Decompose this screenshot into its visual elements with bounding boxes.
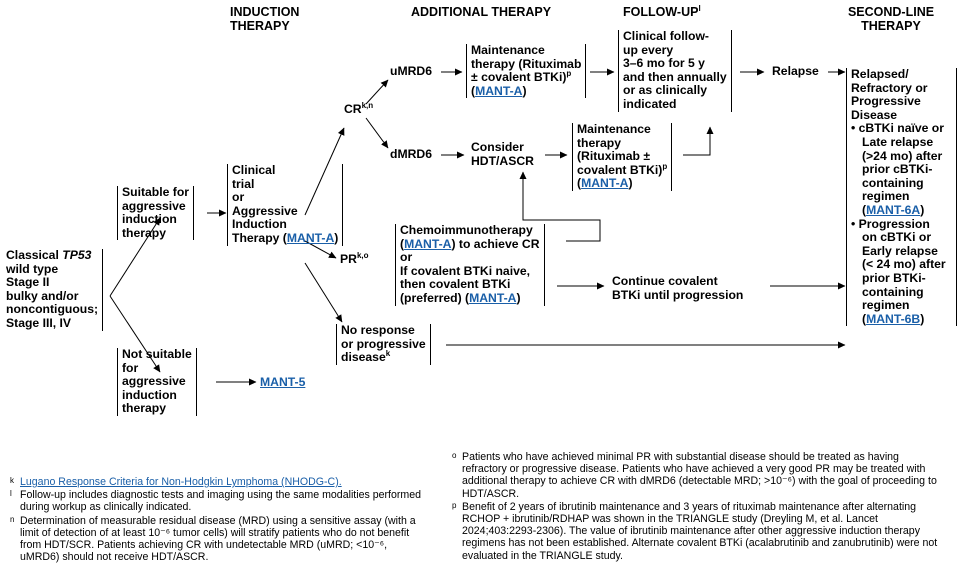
header-additional: ADDITIONAL THERAPY	[411, 5, 552, 19]
node-follow-up: Clinical follow- up every 3–6 mo for 5 y…	[618, 29, 732, 112]
node-relapse: Relapse	[772, 64, 819, 78]
link-mant-a[interactable]: MANT-A	[581, 176, 629, 191]
node-start: Classical TP53 wild type Stage II bulky …	[6, 248, 104, 331]
node-clinical-trial: Clinical trial or Aggressive Induction T…	[227, 163, 344, 246]
node-umrd6: uMRD6	[390, 64, 432, 78]
arrow-maint2-followup	[683, 126, 714, 156]
arrow-cr-umrd6	[365, 79, 389, 105]
arrow-to-noresponse	[304, 262, 343, 323]
node-pr: PRk,o	[340, 250, 369, 266]
node-not-suitable: Not suitable for aggressive induction th…	[117, 347, 197, 416]
link-mant-a[interactable]: MANT-A	[475, 83, 523, 98]
header-second-line: SECOND-LINE THERAPY	[847, 5, 935, 33]
arrow-chemo-consider	[519, 171, 601, 242]
arrow-cr-dmrd6	[365, 117, 389, 149]
link-mant-6b[interactable]: MANT-6B	[866, 311, 921, 326]
arrow-to-cr	[304, 127, 345, 216]
node-chemoimmunotherapy: Chemoimmunotherapy (MANT-A) to achieve C…	[395, 223, 545, 306]
arrow-to-pr	[304, 240, 337, 259]
node-continue-btki: Continue covalent BTKi until progression	[612, 274, 744, 302]
link-mant-6a[interactable]: MANT-6A	[866, 202, 921, 217]
node-suitable: Suitable for aggressive induction therap…	[117, 185, 195, 241]
node-maintenance-umrd6: Maintenance therapy (Rituximab ± covalen…	[466, 43, 587, 99]
node-cr: CRk,n	[344, 100, 374, 116]
node-dmrd6: dMRD6	[390, 147, 432, 161]
node-second-line: Relapsed/ Refractory or Progressive Dise…	[846, 67, 957, 327]
link-mant-a[interactable]: MANT-A	[404, 236, 452, 251]
link-mant-5[interactable]: MANT-5	[260, 375, 306, 389]
arrow-to-suitable	[109, 217, 161, 297]
node-maintenance-dmrd6: Maintenance therapy (Rituximab ± covalen…	[572, 122, 673, 191]
node-consider-hdt: Consider HDT/ASCR	[471, 140, 534, 168]
link-mant-a[interactable]: MANT-A	[469, 290, 517, 305]
header-followup: FOLLOW-UPl	[623, 3, 701, 19]
link-lugano-criteria[interactable]: Lugano Response Criteria for Non-Hodgkin…	[20, 476, 342, 488]
node-no-response: No response or progressive diseasek	[336, 323, 431, 365]
link-mant-a[interactable]: MANT-A	[286, 230, 335, 245]
arrow-to-not-suitable	[109, 295, 161, 373]
header-induction: INDUCTION THERAPY	[230, 5, 300, 33]
